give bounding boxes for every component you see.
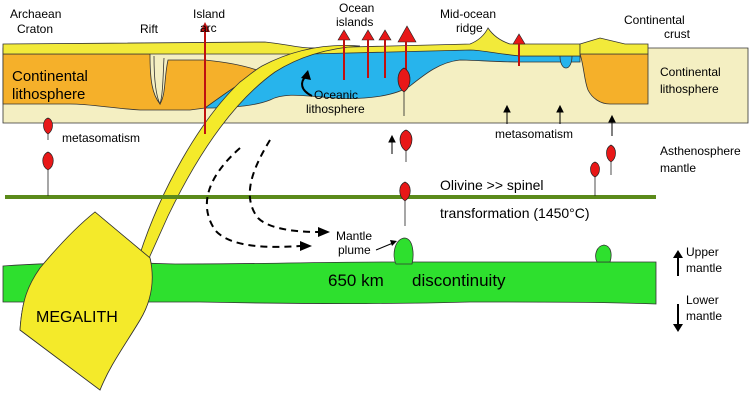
oceanic-arrowhead — [301, 70, 311, 80]
label-olivine: Olivine >> spinel — [440, 177, 544, 193]
diapir-tails — [47, 92, 612, 226]
label-archaean-1: Archaean — [10, 7, 61, 21]
label-midocean-1: Mid-ocean — [440, 7, 496, 21]
label-lower-2: mantle — [686, 309, 722, 323]
crust-ocean-strip — [309, 27, 581, 57]
diapir-right-1 — [606, 144, 616, 163]
volcano-ocean-1 — [337, 29, 351, 41]
diapir-center-1 — [399, 129, 413, 152]
megalith-overlay — [19, 211, 153, 391]
label-rift: Rift — [140, 22, 159, 36]
volcano-ocean-2 — [361, 29, 375, 41]
crust-left — [2, 41, 311, 55]
lower-mantle-arrowhead — [673, 324, 683, 332]
label-megalith: MEGALITH — [36, 309, 118, 326]
label-cont-crust-1: Continental — [624, 13, 685, 27]
label-cont-crust-2: crust — [664, 27, 691, 41]
label-midocean-2: ridge — [456, 21, 483, 35]
label-island-1: Island — [193, 7, 225, 21]
label-plume-2: plume — [338, 243, 371, 257]
magma-diapirs — [42, 67, 616, 202]
label-discontinuity: discontinuity — [412, 271, 506, 290]
volcano-continental — [512, 33, 526, 45]
flow-arrowhead-1 — [300, 241, 312, 251]
continental-lithosphere-right — [579, 53, 649, 105]
label-island-2: arc — [200, 21, 217, 35]
label-upper-2: mantle — [686, 261, 722, 275]
mantle-flow-dashed-arrows — [205, 139, 319, 248]
label-650km: 650 km — [328, 271, 384, 290]
olivine-spinel-line — [5, 195, 656, 199]
mantle-plume-head-2 — [595, 244, 612, 263]
rift-notch — [153, 55, 165, 106]
label-ocean-1: Ocean — [339, 1, 374, 15]
label-archaean-2: Craton — [17, 22, 53, 36]
label-lower-1: Lower — [686, 293, 719, 307]
label-astheno-2: mantle — [660, 161, 696, 175]
plume-arrowhead — [390, 240, 397, 246]
label-cont-lith-left-1: Continental — [12, 68, 88, 85]
subducting-slab — [137, 44, 361, 263]
volcano-ocean-3 — [378, 29, 392, 41]
discontinuity-650km — [2, 261, 657, 305]
diapir-left-1 — [43, 117, 53, 135]
mantle-plume-head-1 — [393, 237, 414, 265]
label-transformation: transformation (1450°C) — [440, 205, 590, 221]
label-metasomatism-left: metasomatism — [62, 131, 140, 145]
label-cont-lith-right-1: Continental — [660, 65, 721, 79]
diapir-right-2 — [590, 161, 600, 178]
oceanic-keel-drop — [559, 55, 573, 69]
plume-label-arrow — [375, 242, 394, 251]
volcanoes — [337, 25, 526, 45]
label-plume-1: Mantle — [336, 229, 372, 243]
label-oceanic-1: Oceanic — [314, 88, 358, 102]
label-cont-lith-right-2: lithosphere — [660, 82, 719, 96]
diapir-left-2 — [42, 151, 54, 171]
label-upper-1: Upper — [686, 245, 719, 259]
volcano-ocean-4 — [397, 25, 417, 43]
label-astheno-1: Asthenosphere — [660, 144, 741, 158]
label-ocean-2: islands — [336, 15, 373, 29]
label-metasomatism-right: metasomatism — [495, 127, 573, 141]
island-arc-arrowhead — [200, 22, 210, 32]
flow-arrowhead-2 — [318, 227, 330, 237]
crust-right — [579, 37, 649, 55]
metasomatism-arrows — [388, 104, 616, 154]
label-cont-lith-left-2: lithosphere — [12, 86, 85, 103]
upper-mantle-arrowhead — [673, 250, 683, 258]
label-oceanic-2: lithosphere — [306, 102, 365, 116]
